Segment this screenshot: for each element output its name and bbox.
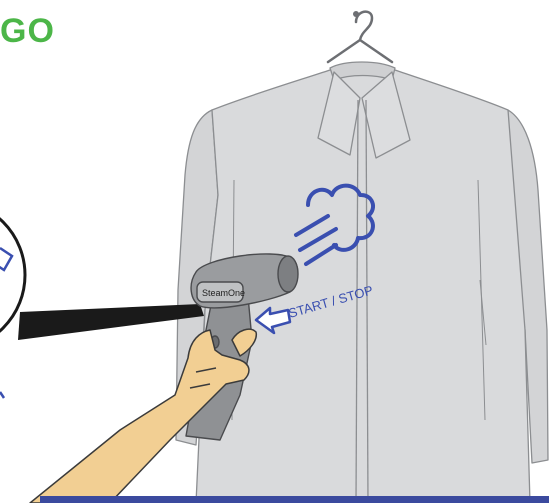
zoom-pointer [18, 304, 204, 340]
hanger-icon [328, 11, 392, 62]
blue-mark [0, 392, 4, 398]
device-brand-label: SteamOne [202, 288, 245, 298]
footer-bar [40, 496, 549, 503]
